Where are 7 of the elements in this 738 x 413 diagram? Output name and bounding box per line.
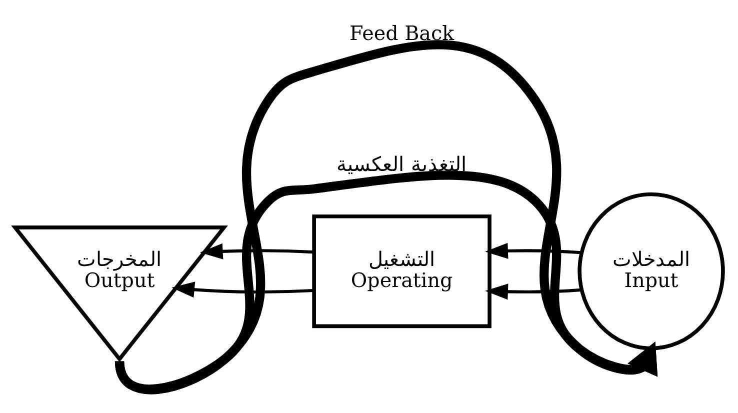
arrow [172, 281, 314, 298]
edge-label: Feed Back [349, 21, 454, 44]
arrow [485, 283, 582, 300]
edge-label: التغذية العكسية [336, 152, 467, 176]
arrow [200, 242, 314, 259]
arrow [115, 40, 658, 394]
arrow [115, 170, 658, 393]
